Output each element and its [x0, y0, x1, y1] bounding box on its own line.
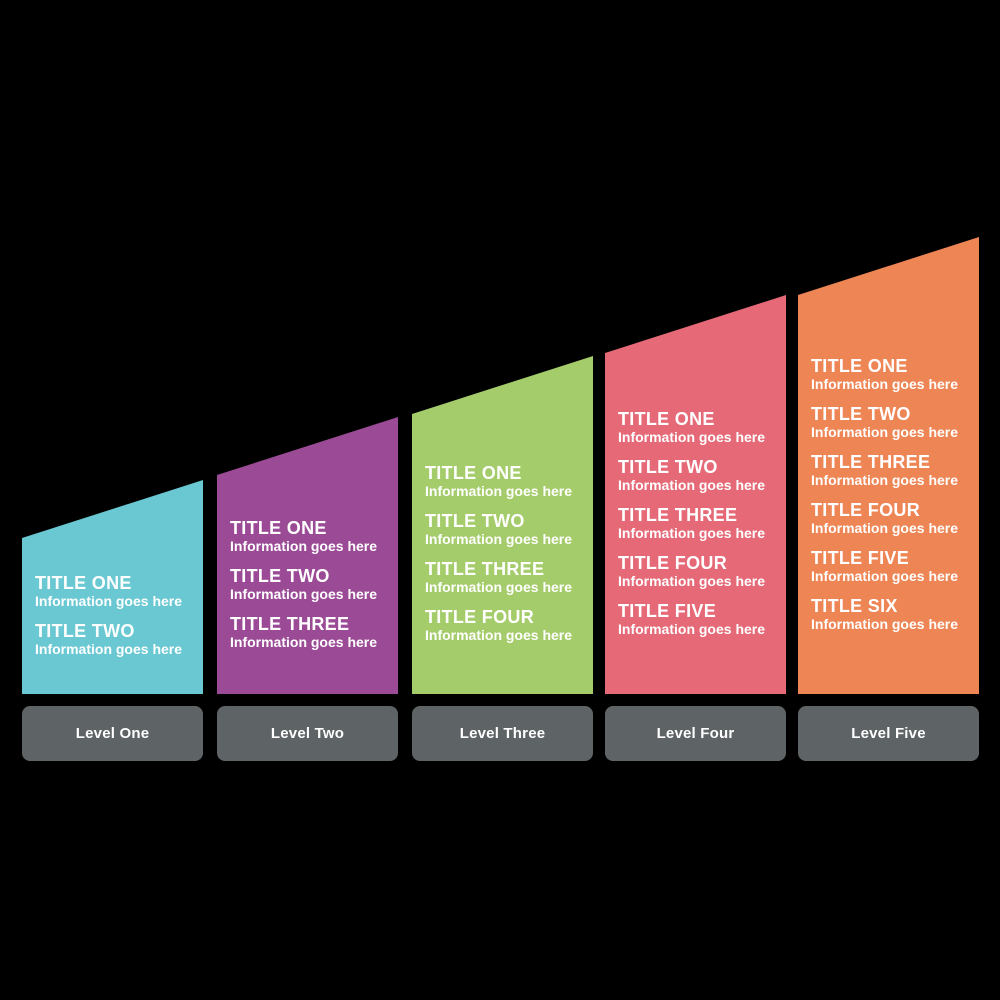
column-entry: TITLE ONE Information goes here [230, 517, 392, 555]
entry-title: TITLE THREE [425, 559, 545, 579]
column-entry: TITLE THREE Information goes here [425, 560, 587, 596]
column-entry: TITLE THREE Information goes here [618, 504, 780, 542]
column-entry: TITLE FIVE Information goes here [811, 547, 973, 585]
level-column-one: TITLE ONE Information goes here TITLE TW… [22, 480, 203, 694]
level-column-two: TITLE ONE Information goes here TITLE TW… [217, 417, 398, 694]
column-content: TITLE ONE Information goes here TITLE TW… [618, 353, 780, 694]
entry-info: Information goes here [618, 620, 766, 637]
entry-title: TITLE TWO [35, 621, 135, 641]
column-content: TITLE ONE Information goes here TITLE TW… [35, 538, 197, 694]
level-column-four: TITLE ONE Information goes here TITLE TW… [605, 295, 786, 694]
column-entry: TITLE ONE Information goes here [425, 464, 587, 500]
entry-title: TITLE FOUR [425, 607, 534, 627]
column-entry: TITLE TWO Information goes here [35, 622, 197, 658]
level-label-two: Level Two [217, 706, 398, 761]
entry-info: Information goes here [425, 531, 573, 547]
column-content: TITLE ONE Information goes here TITLE TW… [811, 295, 973, 694]
column-entry: TITLE FOUR Information goes here [618, 552, 780, 590]
column-entry: TITLE ONE Information goes here [618, 408, 780, 446]
entry-title: TITLE TWO [811, 403, 911, 424]
entry-title: TITLE FIVE [618, 600, 717, 621]
column-entry: TITLE TWO Information goes here [425, 512, 587, 548]
entry-info: Information goes here [425, 627, 573, 643]
entry-title: TITLE FIVE [811, 547, 910, 568]
entry-title: TITLE ONE [618, 408, 715, 429]
entry-title: TITLE TWO [230, 565, 330, 586]
entry-info: Information goes here [618, 476, 766, 493]
level-column-three: TITLE ONE Information goes here TITLE TW… [412, 356, 593, 694]
entry-title: TITLE THREE [230, 613, 350, 634]
column-entry: TITLE FIVE Information goes here [618, 600, 780, 638]
column-entry: TITLE THREE Information goes here [230, 613, 392, 651]
entry-title: TITLE TWO [618, 456, 718, 477]
entry-info: Information goes here [425, 483, 573, 499]
level-label-three: Level Three [412, 706, 593, 761]
column-entry: TITLE FOUR Information goes here [811, 499, 973, 537]
entry-title: TITLE THREE [618, 504, 738, 525]
entry-title: TITLE ONE [811, 355, 908, 376]
entry-title: TITLE SIX [811, 595, 898, 616]
level-label-four: Level Four [605, 706, 786, 761]
entry-info: Information goes here [811, 615, 959, 632]
entry-info: Information goes here [618, 572, 766, 589]
entry-title: TITLE FOUR [811, 499, 920, 520]
column-entry: TITLE FOUR Information goes here [425, 608, 587, 644]
entry-title: TITLE ONE [425, 463, 522, 483]
level-label-one: Level One [22, 706, 203, 761]
entry-title: TITLE ONE [230, 517, 327, 538]
entry-info: Information goes here [811, 471, 959, 488]
entry-info: Information goes here [811, 375, 959, 392]
entry-info: Information goes here [811, 519, 959, 536]
entry-info: Information goes here [35, 641, 183, 657]
column-entry: TITLE THREE Information goes here [811, 451, 973, 489]
column-entry: TITLE TWO Information goes here [811, 403, 973, 441]
level-column-five: TITLE ONE Information goes here TITLE TW… [798, 237, 979, 694]
column-content: TITLE ONE Information goes here TITLE TW… [425, 414, 587, 694]
entry-title: TITLE THREE [811, 451, 931, 472]
level-label-five: Level Five [798, 706, 979, 761]
column-entry: TITLE ONE Information goes here [35, 574, 197, 610]
entry-title: TITLE ONE [35, 573, 132, 593]
column-entry: TITLE ONE Information goes here [811, 355, 973, 393]
entry-info: Information goes here [811, 423, 959, 440]
entry-info: Information goes here [618, 524, 766, 541]
entry-info: Information goes here [811, 567, 959, 584]
entry-info: Information goes here [230, 537, 378, 554]
entry-info: Information goes here [230, 633, 378, 650]
column-entry: TITLE TWO Information goes here [230, 565, 392, 603]
entry-info: Information goes here [425, 579, 573, 595]
entry-title: TITLE TWO [425, 511, 525, 531]
entry-title: TITLE FOUR [618, 552, 727, 573]
column-entry: TITLE TWO Information goes here [618, 456, 780, 494]
entry-info: Information goes here [618, 428, 766, 445]
column-content: TITLE ONE Information goes here TITLE TW… [230, 475, 392, 694]
entry-info: Information goes here [230, 585, 378, 602]
column-entry: TITLE SIX Information goes here [811, 595, 973, 633]
entry-info: Information goes here [35, 593, 183, 609]
